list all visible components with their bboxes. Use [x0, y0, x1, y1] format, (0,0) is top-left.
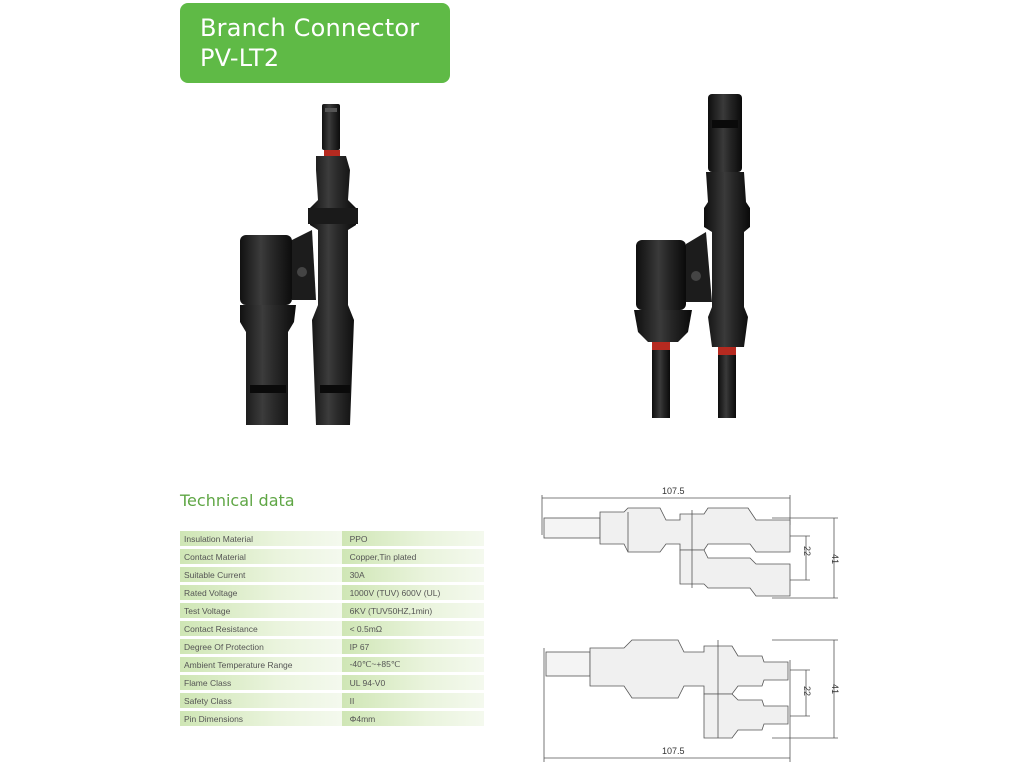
- product-model: PV-LT2: [200, 44, 280, 72]
- spec-value: 6KV (TUV50HZ,1min): [341, 603, 484, 618]
- spec-row: Contact Resistance< 0.5mΩ: [180, 621, 484, 636]
- spec-label: Safety Class: [180, 693, 342, 708]
- bottom-length-dimension: 107.5: [662, 746, 685, 756]
- spec-value: PPO: [341, 531, 484, 546]
- spec-label: Degree Of Protection: [180, 639, 342, 654]
- spec-value: -40℃~+85℃: [341, 657, 484, 672]
- spec-label: Ambient Temperature Range: [180, 657, 342, 672]
- spec-label: Suitable Current: [180, 567, 342, 582]
- bottom-pitch-dimension: 22: [802, 686, 812, 696]
- bottom-height-dimension: 41: [830, 684, 840, 694]
- spec-value: Copper,Tin plated: [341, 549, 484, 564]
- spec-label: Contact Material: [180, 549, 342, 564]
- spec-label: Test Voltage: [180, 603, 342, 618]
- spec-value: 30A: [341, 567, 484, 582]
- spec-label: Pin Dimensions: [180, 711, 342, 726]
- spec-label: Rated Voltage: [180, 585, 342, 600]
- technical-data-heading: Technical data: [180, 491, 295, 510]
- top-pitch-dimension: 22: [802, 546, 812, 556]
- spec-value: < 0.5mΩ: [341, 621, 484, 636]
- spec-value: 1000V (TUV) 600V (UL): [341, 585, 484, 600]
- spec-row: Ambient Temperature Range-40℃~+85℃: [180, 657, 484, 672]
- spec-value: IP 67: [341, 639, 484, 654]
- spec-label: Insulation Material: [180, 531, 342, 546]
- connector-photo-right: [634, 94, 750, 418]
- product-title: Branch Connector: [200, 14, 420, 42]
- dimension-drawings: 107.5 22 41 107.5 22 41: [541, 486, 840, 762]
- spec-label: Flame Class: [180, 675, 342, 690]
- title-banner: Branch Connector PV-LT2: [180, 3, 450, 83]
- spec-value: Φ4mm: [341, 711, 484, 726]
- spec-value: UL 94-V0: [341, 675, 484, 690]
- spec-value: II: [341, 693, 484, 708]
- connector-photo-left: [240, 104, 358, 425]
- top-height-dimension: 41: [830, 554, 840, 564]
- top-length-dimension: 107.5: [662, 486, 685, 496]
- spec-label: Contact Resistance: [180, 621, 342, 636]
